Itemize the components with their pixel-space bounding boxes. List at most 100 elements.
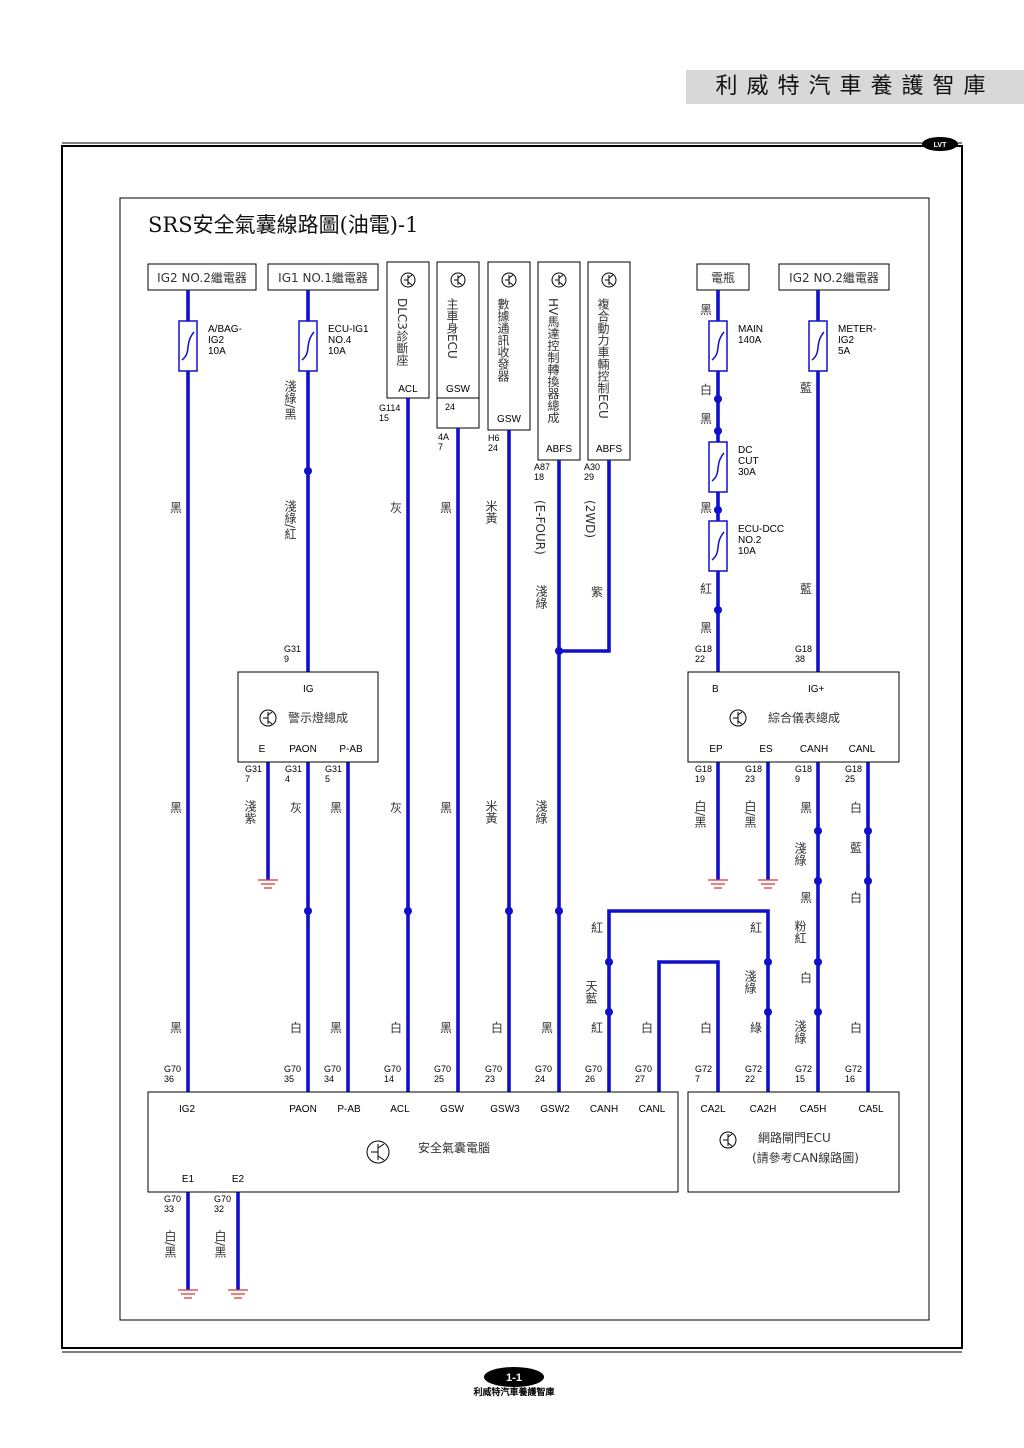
svg-text:黑: 黑	[700, 621, 712, 635]
svg-text:黑: 黑	[800, 891, 812, 905]
svg-text:黑: 黑	[440, 1021, 452, 1035]
page-number: 1-1	[506, 1372, 522, 1384]
svg-text:G70: G70	[485, 1064, 502, 1074]
svg-text:NO.2: NO.2	[738, 535, 762, 546]
svg-text:G70: G70	[284, 1064, 301, 1074]
svg-text:18: 18	[534, 472, 544, 482]
battery-label: 電瓶	[711, 271, 735, 285]
svg-text:黑: 黑	[800, 801, 812, 815]
svg-text:CA5L: CA5L	[858, 1104, 883, 1115]
svg-text:CANH: CANH	[800, 744, 828, 755]
svg-text:PAON: PAON	[289, 744, 317, 755]
svg-text:P-AB: P-AB	[337, 1104, 361, 1115]
svg-text:藍: 藍	[800, 381, 812, 395]
svg-text:黑: 黑	[700, 412, 712, 426]
meter-cluster-name: 綜合儀表總成	[768, 710, 840, 725]
svg-text:紅: 紅	[700, 582, 712, 596]
svg-text:白/黑: 白/黑	[213, 1229, 227, 1259]
svg-text:黑: 黑	[330, 801, 342, 815]
gateway-ecu: CA2L CA2H CA5H CA5L 網路閘門ECU (請參考CAN線路圖) …	[687, 1064, 900, 1193]
svg-text:35: 35	[284, 1074, 294, 1084]
footer-page-mark: 1-1 利威特汽車養護智庫	[472, 1367, 555, 1398]
dlc3-name: DLC3診斷座	[395, 298, 409, 366]
svg-text:IG2: IG2	[179, 1104, 196, 1115]
svg-text:黑: 黑	[700, 303, 712, 317]
svg-text:24: 24	[488, 443, 498, 453]
svg-text:G70: G70	[214, 1194, 231, 1204]
header-title: 利威特汽車養護智庫	[715, 74, 995, 99]
svg-text:淺綠/紅: 淺綠/紅	[283, 500, 297, 540]
svg-text:G18: G18	[845, 764, 862, 774]
svg-text:白: 白	[850, 1020, 862, 1035]
airbag-ecu-name: 安全氣囊電腦	[418, 1140, 490, 1155]
svg-text:5A: 5A	[838, 346, 851, 357]
svg-text:24: 24	[445, 402, 455, 412]
svg-text:白: 白	[390, 1020, 402, 1035]
svg-text:綠: 綠	[750, 1021, 762, 1035]
svg-text:5: 5	[325, 774, 330, 784]
svg-text:33: 33	[164, 1204, 174, 1214]
svg-text:25: 25	[434, 1074, 444, 1084]
svg-text:G31: G31	[285, 764, 302, 774]
svg-text:白: 白	[290, 1020, 302, 1035]
svg-text:15: 15	[795, 1074, 805, 1084]
svg-text:G18: G18	[795, 644, 812, 654]
svg-text:9: 9	[284, 654, 289, 664]
svg-text:4: 4	[285, 774, 290, 784]
svg-text:7: 7	[245, 774, 250, 784]
svg-text:藍: 藍	[800, 582, 812, 596]
svg-text:紅: 紅	[591, 921, 603, 935]
svg-text:G72: G72	[845, 1064, 862, 1074]
ground-symbols	[178, 879, 778, 1299]
gateway-ecu-name: 網路閘門ECU	[758, 1130, 831, 1145]
svg-text:GSW: GSW	[446, 384, 470, 395]
svg-text:LVT: LVT	[934, 142, 947, 149]
diagram-title: SRS安全氣囊線路圖(油電)-1	[148, 213, 418, 237]
svg-text:ECU-DCC: ECU-DCC	[738, 524, 784, 535]
svg-text:粉紅: 粉紅	[793, 920, 807, 944]
svg-text:白/黑: 白/黑	[693, 799, 707, 829]
svg-text:黑: 黑	[541, 1021, 553, 1035]
svg-text:黑: 黑	[700, 501, 712, 515]
ig2-relay-right-label: IG2 NO.2繼電器	[789, 271, 879, 285]
svg-text:GSW3: GSW3	[490, 1104, 520, 1115]
svg-text:36: 36	[164, 1074, 174, 1084]
svg-text:G31: G31	[325, 764, 342, 774]
ig1-relay-label: IG1 NO.1繼電器	[278, 271, 368, 285]
svg-text:G72: G72	[695, 1064, 712, 1074]
svg-text:PAON: PAON	[289, 1104, 317, 1115]
svg-text:紅: 紅	[591, 1021, 603, 1035]
svg-text:NO.4: NO.4	[328, 335, 352, 346]
svg-text:CUT: CUT	[738, 456, 759, 467]
svg-text:淺綠/黑: 淺綠/黑	[283, 380, 297, 421]
svg-text:GSW: GSW	[497, 414, 521, 425]
svg-text:GSW: GSW	[440, 1104, 464, 1115]
svg-text:黑: 黑	[440, 501, 452, 515]
svg-text:藍: 藍	[850, 841, 862, 855]
svg-text:ES: ES	[759, 744, 773, 755]
wire-color-labels: 黑 黑 黑 淺綠/黑 淺綠/紅 灰 灰 黑 黑 米黃 米黃 淺綠 淺綠 黑 紫 …	[163, 303, 862, 1259]
svg-text:34: 34	[324, 1074, 334, 1084]
svg-text:14: 14	[384, 1074, 394, 1084]
svg-text:白: 白	[850, 890, 862, 905]
svg-text:22: 22	[695, 654, 705, 664]
svg-text:4A: 4A	[438, 432, 449, 442]
svg-text:G70: G70	[164, 1194, 181, 1204]
svg-text:16: 16	[845, 1074, 855, 1084]
svg-text:CANL: CANL	[639, 1104, 666, 1115]
svg-text:白/黑: 白/黑	[743, 799, 757, 829]
svg-text:G70: G70	[434, 1064, 451, 1074]
svg-text:H6: H6	[488, 433, 500, 443]
svg-text:白: 白	[700, 1020, 712, 1035]
svg-text:黑: 黑	[440, 801, 452, 815]
svg-text:24: 24	[535, 1074, 545, 1084]
svg-text:米黃: 米黃	[484, 800, 498, 825]
svg-text:GSW2: GSW2	[540, 1104, 570, 1115]
inner-frame	[119, 197, 930, 1321]
svg-text:IG: IG	[303, 684, 314, 695]
